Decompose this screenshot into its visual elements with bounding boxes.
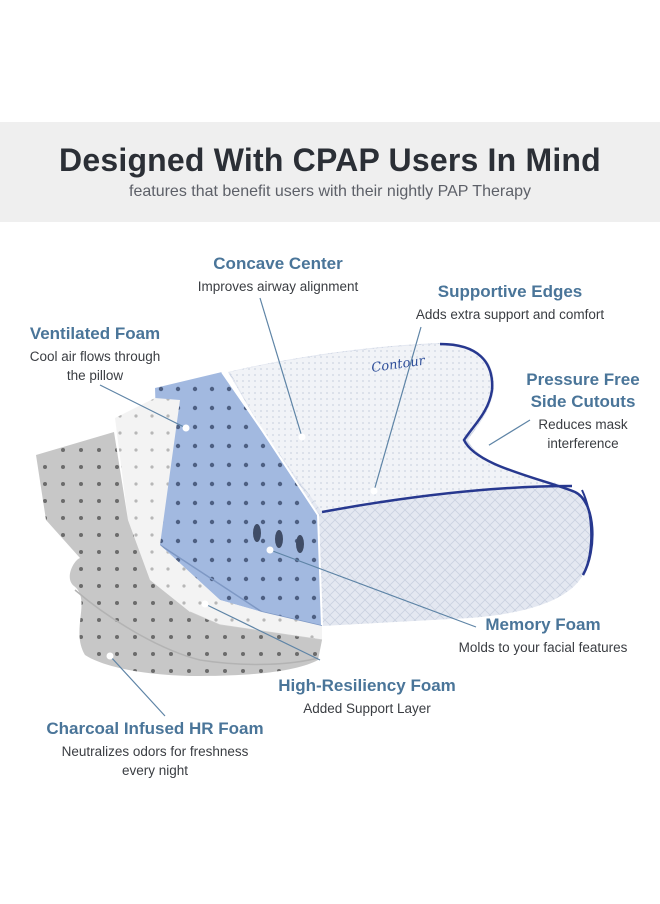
callout-title: Charcoal Infused HR Foam: [46, 719, 264, 738]
callout-desc-line-2: every night: [121, 763, 189, 778]
callout-charcoal-foam: Charcoal Infused HR Foam Neutralizes odo…: [20, 718, 290, 780]
callout-desc-line-1: Reduces mask: [538, 417, 628, 432]
callout-desc: Adds extra support and comfort: [415, 307, 605, 322]
pillow-cover: Contour: [228, 342, 594, 626]
callout-title: Supportive Edges: [437, 282, 583, 301]
callout-pressure-free: Pressure Free Side Cutouts Reduces mask …: [508, 369, 658, 453]
leader-lines: [99, 297, 531, 717]
callout-title: Memory Foam: [485, 615, 601, 634]
leader-dots: [106, 424, 490, 660]
page-title: Designed With CPAP Users In Mind: [59, 142, 601, 178]
callout-ventilated-foam: Ventilated Foam Cool air flows through t…: [10, 323, 180, 385]
callout-desc-line-2: the pillow: [66, 368, 124, 383]
callout-title-line-1: Pressure Free: [526, 370, 640, 389]
memory-foam-layer: [155, 371, 323, 627]
callout-title: Concave Center: [213, 254, 343, 273]
callout-concave-center: Concave Center Improves airway alignment: [178, 253, 378, 296]
header-banner: [0, 122, 660, 222]
callout-title-line-2: Side Cutouts: [530, 392, 636, 411]
callout-desc-line-1: Neutralizes odors for freshness: [61, 744, 249, 759]
callout-hr-foam: High-Resiliency Foam Added Support Layer: [252, 675, 482, 718]
callout-desc-line-1: Cool air flows through: [29, 349, 161, 364]
callout-title: Ventilated Foam: [29, 324, 161, 343]
callout-desc: Improves airway alignment: [197, 279, 359, 294]
callout-supportive-edges: Supportive Edges Adds extra support and …: [390, 281, 630, 324]
charcoal-foam-layer: [36, 432, 322, 676]
callout-title: High-Resiliency Foam: [278, 676, 456, 695]
callout-desc-line-2: interference: [547, 436, 619, 451]
callout-desc: Added Support Layer: [303, 701, 431, 716]
callout-memory-foam: Memory Foam Molds to your facial feature…: [440, 614, 646, 657]
page-subtitle: features that benefit users with their n…: [129, 183, 531, 200]
callout-desc: Molds to your facial features: [458, 640, 628, 655]
